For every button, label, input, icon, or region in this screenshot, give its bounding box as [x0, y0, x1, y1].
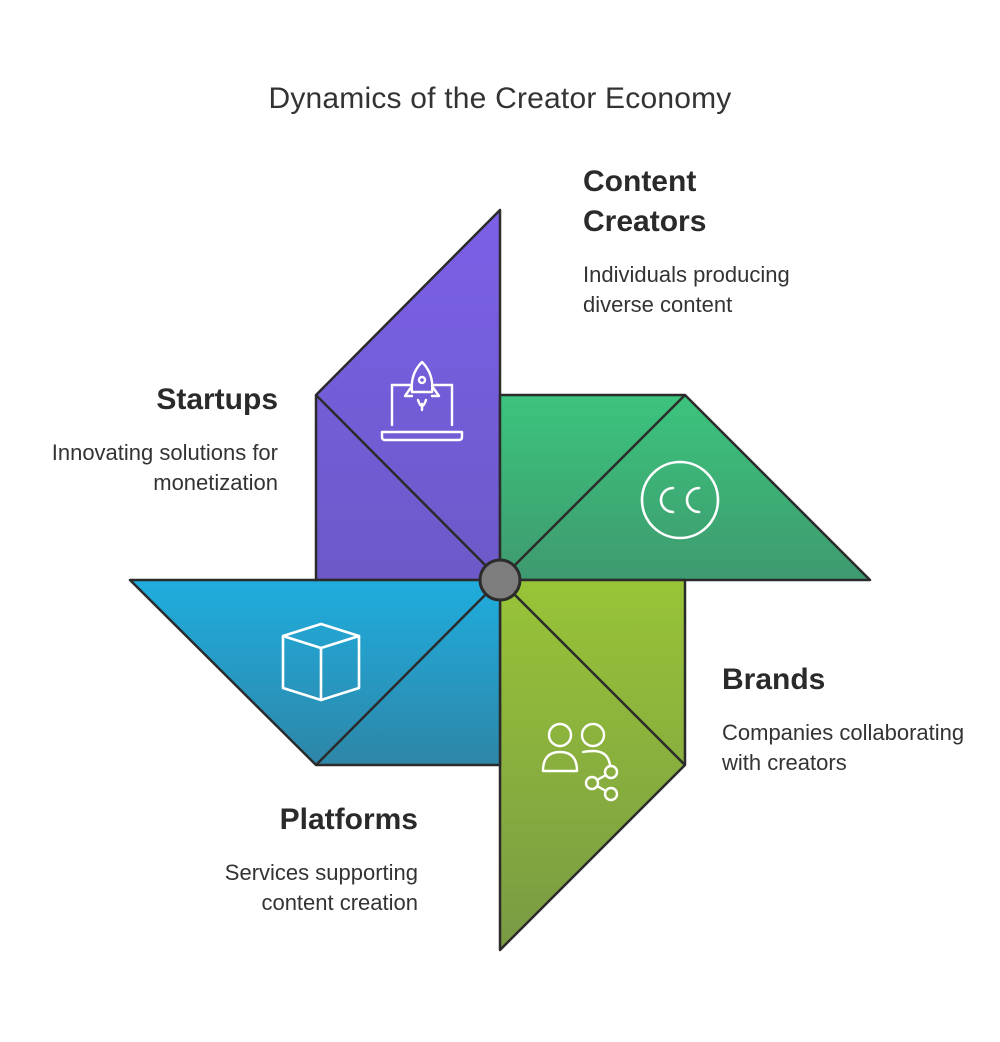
startups-heading: Startups	[156, 383, 278, 416]
brands-blade	[498, 578, 687, 952]
platforms-label: Platforms Services supporting content cr…	[150, 800, 418, 918]
brands-label: Brands Companies collaborating with crea…	[722, 660, 982, 778]
startups-label: Startups Innovating solutions for moneti…	[30, 380, 278, 498]
content-creators-heading: Content Creators	[583, 165, 707, 238]
brands-description: Companies collaborating with creators	[722, 720, 965, 775]
cube-icon	[281, 622, 361, 702]
platforms-blade	[128, 578, 502, 767]
center-hub	[478, 558, 522, 602]
content-creators-description: Individuals producing diverse content	[583, 262, 790, 317]
content-creators-label: Content Creators Individuals producing d…	[583, 162, 843, 320]
brands-heading: Brands	[722, 663, 826, 696]
users-share-icon	[541, 722, 619, 802]
diagram-title: Dynamics of the Creator Economy	[268, 82, 732, 115]
startups-description: Innovating solutions for monetization	[51, 440, 278, 495]
content-creators-blade	[498, 393, 872, 582]
cc-icon	[640, 460, 720, 540]
rocket-laptop-icon	[380, 360, 464, 442]
platforms-heading: Platforms	[279, 803, 418, 836]
platforms-description: Services supporting content creation	[224, 860, 418, 915]
